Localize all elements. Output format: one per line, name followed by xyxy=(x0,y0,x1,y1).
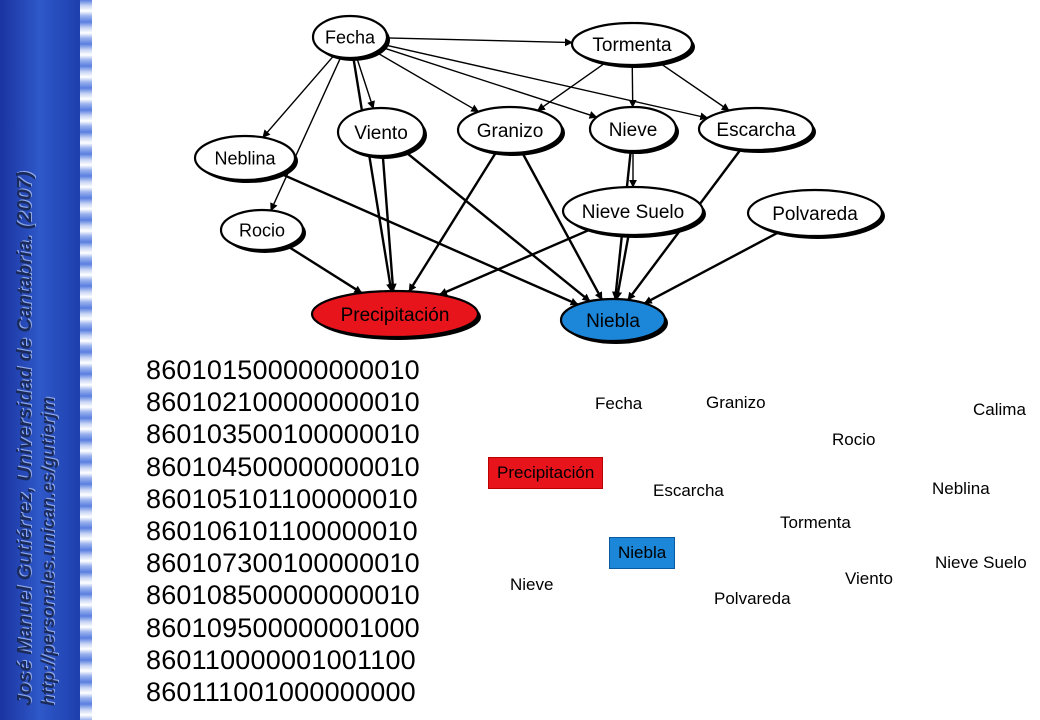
node-tormenta: Tormenta xyxy=(570,21,695,68)
node-label: Fecha xyxy=(325,27,376,47)
node-ellipse xyxy=(588,105,678,153)
edge-polvareda-to-niebla xyxy=(643,231,780,305)
scatter-label-escarcha: Escarcha xyxy=(653,481,724,500)
scatter-label-calima: Calima xyxy=(973,400,1026,419)
scatter-label-viento: Viento xyxy=(845,569,893,588)
edge-nievesuelo-to-niebla xyxy=(614,234,630,300)
scatter-label-niebla: Niebla xyxy=(609,537,676,569)
node-nieve: Nieve xyxy=(588,105,679,154)
node-ellipse xyxy=(336,106,426,158)
node-ellipse xyxy=(456,105,564,155)
edge-fecha-to-viento xyxy=(356,57,375,110)
node-neblina: Neblina xyxy=(193,134,298,183)
code-row: 860106101100000010 xyxy=(146,516,418,547)
code-row: 860110000001001100 xyxy=(146,644,416,675)
node-ellipse xyxy=(561,185,705,237)
node-label: Tormenta xyxy=(592,35,672,56)
edge-viento-to-precipitacion xyxy=(381,155,397,292)
node-ellipse xyxy=(570,21,694,67)
edge-fecha-to-rocio xyxy=(270,57,342,212)
edge-fecha-to-nieve xyxy=(381,46,598,119)
node-ellipse xyxy=(310,289,480,339)
scatter-label-granizo: Granizo xyxy=(706,393,766,412)
node-rocio: Rocio xyxy=(219,208,306,253)
node-niebla: Niebla xyxy=(559,297,668,344)
node-ellipse xyxy=(219,208,305,252)
edge-fecha-to-escarcha xyxy=(384,44,709,121)
edge-tormenta-to-granizo xyxy=(536,62,606,112)
scatter-label-nievesuelo: Nieve Suelo xyxy=(935,553,1027,572)
code-row: 860102100000000010 xyxy=(146,387,420,418)
scatter-label-polvareda: Polvareda xyxy=(714,589,791,608)
node-escarcha: Escarcha xyxy=(697,106,816,153)
edge-granizo-to-precipitacion xyxy=(408,151,498,293)
node-label: Rocio xyxy=(239,220,285,240)
code-row: 860111001000000000 xyxy=(146,677,416,708)
scatter-label-nieve: Nieve xyxy=(510,575,554,594)
node-ellipse xyxy=(311,14,389,60)
code-row: 860107300100000010 xyxy=(146,548,420,579)
node-ellipse xyxy=(697,106,815,152)
node-precipitacion: Precipitación xyxy=(310,289,481,340)
node-polvareda: Polvareda xyxy=(746,188,885,239)
edge-neblina-to-niebla xyxy=(279,172,579,306)
code-row: 860105101100000010 xyxy=(146,483,418,514)
edge-granizo-to-niebla xyxy=(521,151,603,301)
node-label: Escarcha xyxy=(716,120,796,141)
network-edges xyxy=(262,37,780,306)
edge-nievesuelo-to-precipitacion xyxy=(439,228,591,296)
node-granizo: Granizo xyxy=(456,105,565,156)
scatter-label-tormenta: Tormenta xyxy=(780,513,851,532)
code-row: 860108500000000010 xyxy=(146,580,420,611)
code-row: 860103500100000010 xyxy=(146,419,420,450)
code-row: 860104500000000010 xyxy=(146,451,420,482)
edge-fecha-to-tormenta xyxy=(386,37,573,47)
node-label: Nieve xyxy=(609,120,658,141)
edge-fecha-to-neblina xyxy=(262,55,335,139)
code-row: 860109500000001000 xyxy=(146,612,420,643)
sidebar-banner xyxy=(0,0,92,720)
sidebar-torn-edge xyxy=(80,0,92,720)
edge-fecha-to-precipitacion xyxy=(352,57,395,292)
node-fecha: Fecha xyxy=(311,14,390,61)
scatter-label-rocio: Rocio xyxy=(832,430,876,449)
node-label: Nieve Suelo xyxy=(582,202,684,223)
edge-fecha-to-granizo xyxy=(375,51,480,113)
node-label: Neblina xyxy=(214,148,276,168)
node-label: Precipitación xyxy=(341,305,450,326)
node-ellipse xyxy=(746,188,884,238)
node-label: Niebla xyxy=(586,311,640,332)
sidebar-strip xyxy=(0,0,88,720)
edge-rocio-to-precipitacion xyxy=(286,244,363,294)
node-nievesuelo: Nieve Suelo xyxy=(561,185,706,238)
scatter-label-precipitacion: Precipitación xyxy=(488,457,604,489)
edge-tormenta-to-escarcha xyxy=(658,62,730,112)
node-label: Granizo xyxy=(477,121,544,142)
edge-viento-to-niebla xyxy=(404,150,591,303)
scatter-label-fecha: Fecha xyxy=(595,394,643,413)
node-viento: Viento xyxy=(336,106,427,159)
scatter-label-neblina: Neblina xyxy=(932,479,990,498)
code-row: 860101500000000010 xyxy=(146,355,420,385)
node-ellipse xyxy=(193,134,297,182)
node-label: Polvareda xyxy=(772,204,858,225)
node-label: Viento xyxy=(354,123,408,144)
node-ellipse xyxy=(559,297,667,343)
